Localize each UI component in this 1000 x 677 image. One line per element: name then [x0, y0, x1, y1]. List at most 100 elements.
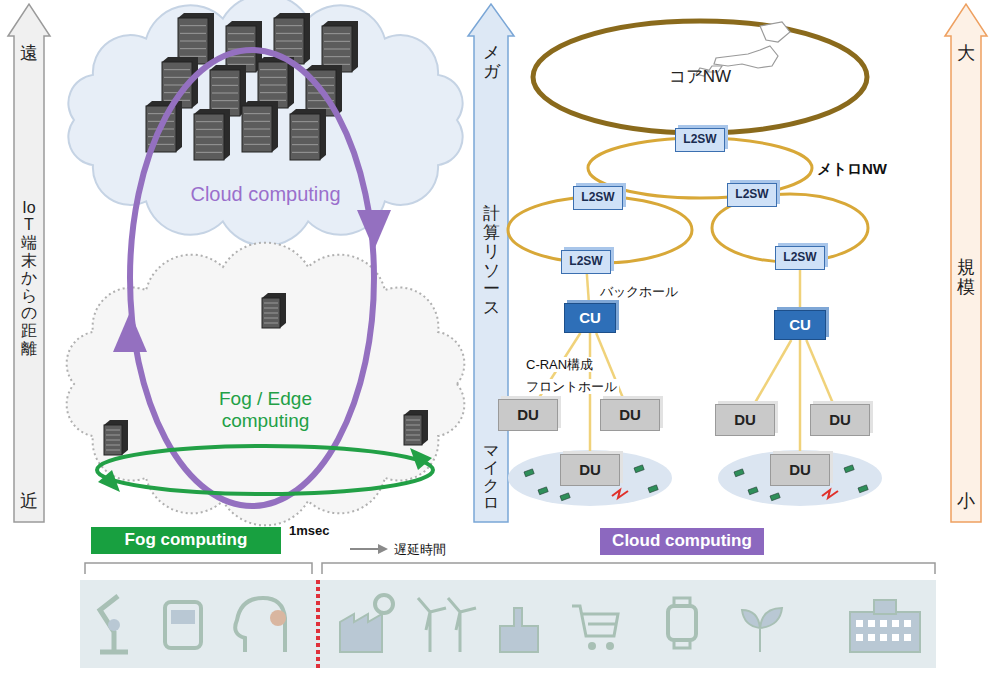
- node-label: DU: [619, 407, 641, 424]
- rack-slot: [106, 430, 120, 431]
- robot-icon: [108, 619, 120, 631]
- link-label: C-RAN構成: [524, 357, 595, 372]
- cart-icon: [572, 606, 618, 636]
- node-label: L2SW: [581, 191, 614, 204]
- node-label: L2SW: [783, 251, 816, 264]
- cloud-region: Cloud computing: [58, 0, 473, 240]
- rack-slot: [164, 69, 190, 70]
- usecase-strip: [80, 580, 936, 668]
- switch-box: L2SW: [573, 186, 623, 210]
- iot-device: [524, 469, 534, 477]
- axis-label: メガ: [483, 44, 500, 81]
- rack-slot: [276, 41, 302, 42]
- radio-cell: [718, 450, 882, 506]
- axis-label: 遠: [20, 44, 38, 64]
- cu-box: CU: [564, 303, 616, 333]
- rack-side: [178, 13, 214, 64]
- server-rack: [178, 13, 214, 64]
- axis-band: 遠IoT端末からの距離近: [8, 4, 50, 522]
- du-box: DU: [770, 454, 830, 486]
- rack-slot: [228, 33, 254, 34]
- ring-outline: [533, 21, 867, 133]
- category-tag: Cloud computing: [600, 528, 764, 555]
- rack-slot: [406, 430, 420, 431]
- cart-icon: [606, 642, 614, 650]
- delay-arrow: [350, 548, 380, 550]
- label-holder: バックホール: [598, 282, 680, 301]
- rack-side: [404, 410, 428, 445]
- delay-arrowhead: [378, 544, 388, 554]
- rack-slot: [244, 121, 270, 122]
- link-label: バックホール: [598, 284, 680, 299]
- radio-signal: [612, 490, 628, 498]
- rack-slot: [180, 25, 206, 26]
- du-box: DU: [560, 454, 620, 486]
- core-network: コアNW: [530, 18, 870, 136]
- region-label: Fog / Edge computing: [201, 388, 331, 432]
- rack-slot: [212, 108, 238, 109]
- server-rack: [262, 293, 286, 328]
- rack-slot: [244, 136, 270, 137]
- rack-slot: [264, 323, 278, 324]
- rack-slot: [196, 121, 222, 122]
- axis-label: 計算リソース: [483, 205, 500, 317]
- rack-front: [262, 298, 280, 328]
- rack-slot: [164, 77, 190, 78]
- cloud-outline: [67, 243, 465, 526]
- map-outline: [714, 46, 778, 68]
- building-window: [868, 620, 875, 627]
- node-label: L2SW: [683, 133, 716, 146]
- cell-area: [508, 450, 672, 506]
- rack-front: [404, 415, 422, 445]
- rack-slot: [212, 77, 238, 78]
- node-label: DU: [579, 462, 601, 479]
- switch-box: L2SW: [775, 246, 825, 270]
- axis-band: メガ計算リソースマイクロ: [468, 4, 514, 522]
- rack-slot: [276, 25, 302, 26]
- rack-slot: [264, 318, 278, 319]
- building-window: [868, 634, 875, 641]
- axis-label: 規模: [957, 258, 975, 298]
- rack-side: [104, 420, 128, 455]
- building-window: [892, 634, 899, 641]
- rack-slot: [196, 129, 222, 130]
- head-icon: [235, 598, 285, 652]
- rack-slot: [324, 41, 350, 42]
- building-icon: [850, 612, 920, 652]
- node-label: CU: [579, 310, 601, 327]
- bracket: [85, 563, 312, 574]
- rack-slot: [180, 56, 206, 57]
- rack-slot: [180, 41, 206, 42]
- node-label: DU: [789, 462, 811, 479]
- server-rack: [322, 21, 358, 72]
- du-box: DU: [600, 399, 660, 431]
- link-line: [587, 274, 589, 303]
- building-window: [904, 634, 911, 641]
- node-label: Cloud computing: [612, 532, 752, 551]
- cell-area: [718, 450, 882, 506]
- switch-box: L2SW: [561, 250, 611, 274]
- building-window: [880, 634, 887, 641]
- rack-front: [242, 106, 272, 152]
- building-icon: [874, 600, 896, 614]
- building-window: [880, 620, 887, 627]
- cu-box: CU: [774, 310, 826, 340]
- bus-icon: [165, 602, 201, 648]
- label-holder: C-RAN構成: [524, 355, 595, 374]
- rack-side: [290, 109, 326, 160]
- axis-band: 大規模小: [945, 4, 987, 522]
- label-holder: 遅延時間: [392, 540, 448, 559]
- du-box: DU: [715, 404, 775, 436]
- rack-front: [104, 425, 122, 455]
- axis-arrow: [468, 4, 514, 522]
- axis-label: IoT端末からの距離: [21, 199, 37, 357]
- rack-slot: [260, 100, 286, 101]
- rack-slot: [260, 77, 286, 78]
- usecase-icons: [100, 595, 920, 652]
- latency-divider: [316, 580, 320, 668]
- rack-side: [262, 293, 286, 328]
- radio-cell: [508, 450, 672, 506]
- rack-slot: [264, 313, 278, 314]
- rack-slot: [196, 144, 222, 145]
- windmill-icon: [448, 598, 476, 652]
